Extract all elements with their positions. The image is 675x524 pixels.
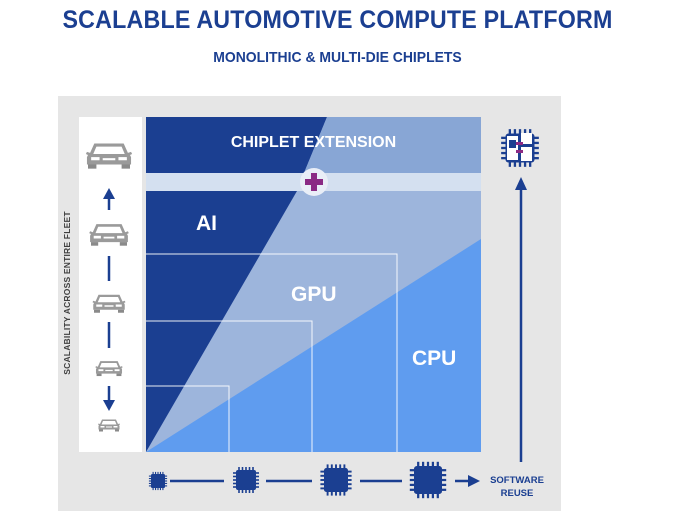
chip-icon [232,466,260,494]
fleet-arrows [103,188,115,411]
chiplet-extension-label: CHIPLET EXTENSION [230,134,397,151]
car-icon [92,294,126,313]
chiplet-gpu-area [304,117,481,173]
chiplet-package-icon [499,127,541,169]
software-reuse-line-1: SOFTWARE [490,475,544,486]
chip-icon [148,471,168,491]
fleet-column [79,117,142,452]
ai-label: AI [196,212,217,235]
page-title: SCALABLE AUTOMOTIVE COMPUTE PLATFORM [62,6,613,34]
page-subtitle: MONOLITHIC & MULTI-DIE CHIPLETS [213,49,462,66]
chip-icon [408,460,448,500]
plus-icon [300,168,328,196]
chip-icon [319,463,353,497]
software-reuse-label: SOFTWARE REUSE [484,474,550,500]
car-icon [95,361,123,377]
cpu-label: CPU [412,347,457,370]
chip-progression [170,475,480,487]
gpu-label: GPU [291,283,337,306]
chiplet-ai-area [146,117,327,173]
software-reuse-arrow [515,177,527,462]
software-reuse-line-2: REUSE [500,488,534,499]
car-icon [98,419,120,432]
car-icon [89,224,129,246]
car-icon [85,143,133,169]
scaling-boxes [146,253,398,452]
